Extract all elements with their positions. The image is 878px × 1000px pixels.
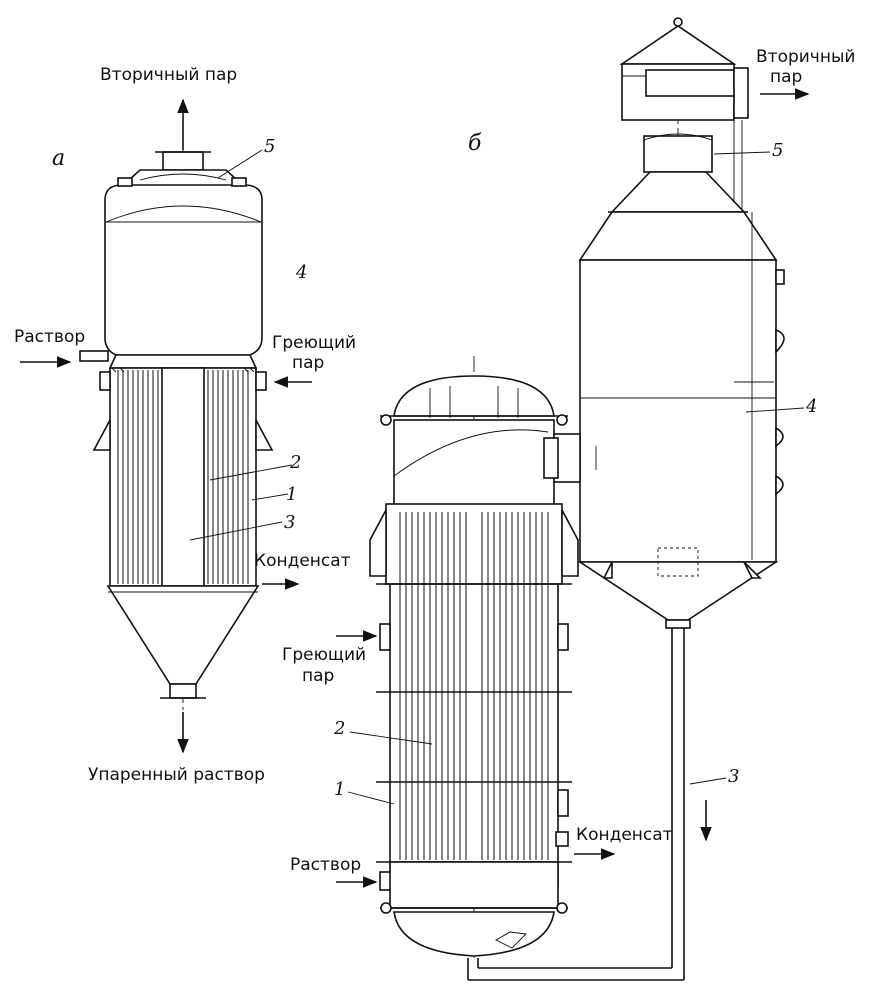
heating-tubes-b — [399, 512, 549, 860]
label-evaporated-solution-a: Упаренный раствор — [88, 765, 265, 785]
callout-4-b: 4 — [805, 396, 817, 417]
panel-letter-a: а — [52, 146, 65, 171]
callout-2-b: 2 — [333, 718, 345, 739]
callout-5-b: 5 — [772, 140, 783, 161]
separator-body-a — [104, 184, 263, 356]
separator-body-b — [579, 259, 777, 563]
panel-letter-b: б — [468, 131, 482, 156]
label-heating-steam-a-2: пар — [292, 353, 324, 373]
label-solution-a: Раствор — [14, 327, 85, 347]
separator-element-b — [643, 135, 713, 173]
bottom-cone-a — [106, 585, 260, 685]
top-outlet-a — [162, 151, 204, 171]
callout-1-a: 1 — [286, 484, 297, 505]
label-secondary-steam-a: Вторичный пар — [100, 65, 237, 85]
callout-3-b: 3 — [728, 766, 739, 787]
label-heating-steam-a-1: Греющий — [272, 333, 356, 353]
callout-4-a: 4 — [295, 262, 307, 283]
label-condensate-a: Конденсат — [254, 551, 351, 571]
heater-bottom-dome-b — [393, 911, 555, 957]
label-secondary-steam-b-1: Вторичный — [756, 47, 855, 67]
label-condensate-b: Конденсат — [576, 825, 673, 845]
panel-a-apparatus — [20, 98, 312, 754]
callout-2-a: 2 — [289, 452, 301, 473]
circulation-pipe-a — [161, 367, 205, 587]
heating-tubes-right-a — [207, 370, 249, 584]
label-heating-steam-b-1: Греющий — [282, 645, 366, 665]
heating-tubes-left-a — [117, 370, 159, 584]
panel-b-apparatus — [336, 17, 810, 981]
heater-top-dome-b — [393, 375, 555, 417]
label-secondary-steam-b-2: пар — [770, 67, 802, 87]
label-heating-steam-b-2: пар — [302, 666, 334, 686]
callout-1-b: 1 — [334, 779, 345, 800]
label-solution-b: Раствор — [290, 855, 361, 875]
separator-hood-b — [619, 25, 737, 65]
callout-3-a: 3 — [284, 512, 295, 533]
callout-5-a: 5 — [264, 136, 275, 157]
